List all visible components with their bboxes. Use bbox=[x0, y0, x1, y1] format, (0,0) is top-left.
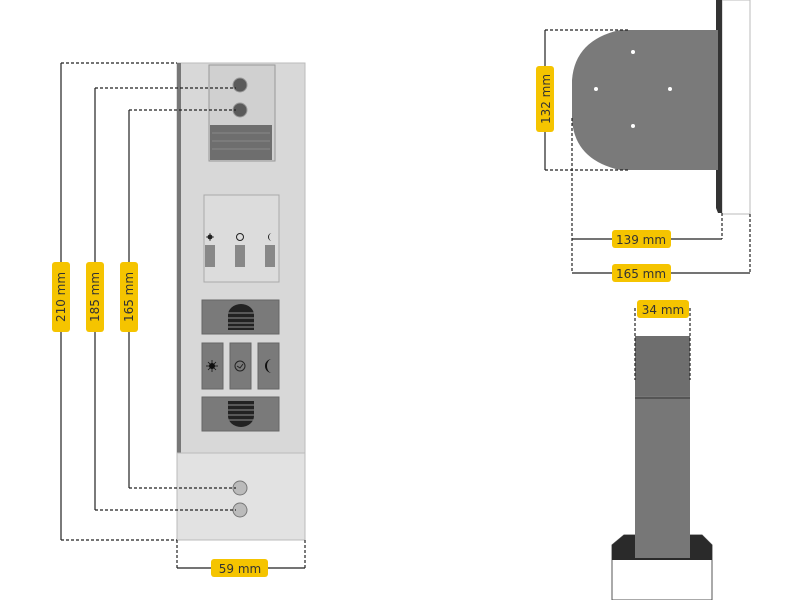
moon-button[interactable] bbox=[257, 342, 280, 390]
screw-bottom-1 bbox=[232, 480, 248, 496]
front-view: 210 mm 185 mm 165 mm 59 mm bbox=[52, 62, 306, 577]
moon-icon bbox=[268, 233, 272, 241]
device-edge bbox=[177, 63, 181, 540]
screw-hole-top-2 bbox=[232, 102, 248, 118]
label-139: 139 mm bbox=[616, 233, 666, 247]
dimension-185: 185 mm bbox=[86, 87, 236, 511]
wall-profile bbox=[721, 0, 751, 215]
side-plate bbox=[572, 30, 718, 170]
dimension-210: 210 mm bbox=[52, 62, 177, 541]
label-210: 210 mm bbox=[54, 272, 68, 322]
side-view: 132 mm 139 mm 165 mm bbox=[536, 0, 751, 282]
screw-hole-top-1 bbox=[232, 77, 248, 93]
indicator-clock bbox=[235, 245, 245, 267]
up-button[interactable] bbox=[201, 299, 280, 335]
dimension-165-depth: 165 mm bbox=[572, 214, 751, 282]
indicator-sun bbox=[205, 245, 215, 267]
down-button[interactable] bbox=[201, 396, 280, 432]
belt-guide-grille bbox=[212, 132, 270, 150]
label-185: 185 mm bbox=[88, 272, 102, 322]
dimension-34: 34 mm bbox=[634, 300, 691, 380]
sun-button[interactable] bbox=[201, 342, 224, 390]
dimension-59: 59 mm bbox=[176, 540, 306, 577]
label-59: 59 mm bbox=[219, 562, 261, 576]
label-34: 34 mm bbox=[642, 303, 684, 317]
dimension-132: 132 mm bbox=[536, 29, 630, 171]
label-165-depth: 165 mm bbox=[616, 267, 666, 281]
plate-holes bbox=[594, 50, 672, 128]
clock-icon bbox=[236, 233, 244, 241]
dimension-165: 165 mm bbox=[120, 109, 236, 489]
label-132: 132 mm bbox=[539, 74, 553, 124]
belt-guide bbox=[210, 125, 272, 160]
indicator-moon bbox=[265, 245, 275, 267]
label-165: 165 mm bbox=[122, 272, 136, 322]
column-top bbox=[635, 336, 690, 396]
dimension-139: 139 mm bbox=[571, 118, 723, 273]
sun-icon bbox=[206, 233, 214, 241]
clock-button[interactable] bbox=[229, 342, 252, 390]
top-view: 34 mm bbox=[611, 300, 713, 600]
display-panel bbox=[203, 194, 280, 283]
device-lower-body bbox=[176, 452, 306, 541]
